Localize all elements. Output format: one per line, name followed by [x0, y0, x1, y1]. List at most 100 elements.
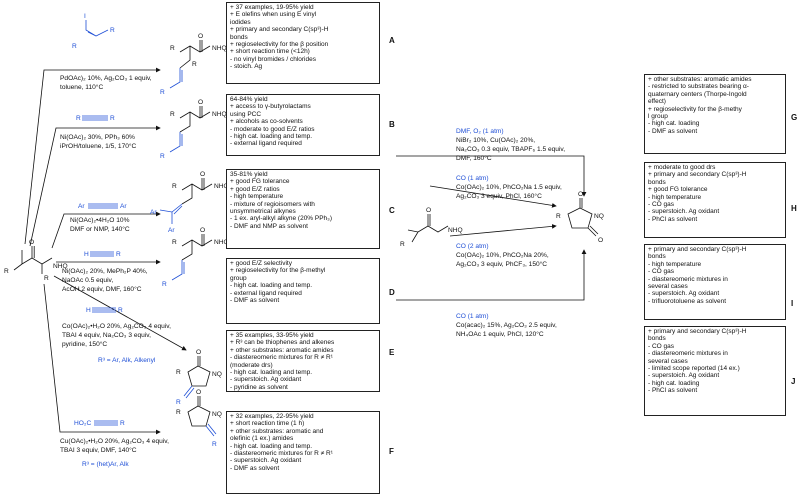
- notes-box-E: + 35 examples, 33-95% yield+ R³ can be t…: [226, 330, 380, 392]
- note-line: - CO gas: [648, 342, 675, 350]
- product-B: O NHQ R R: [160, 99, 227, 160]
- note-line: + other substrates: aromatic and: [230, 427, 324, 435]
- svg-text:DMF or NMP, 140°C: DMF or NMP, 140°C: [70, 225, 130, 233]
- note-line: - superstoich. Ag oxidant: [230, 457, 302, 465]
- note-line: - mixture of regioisomers with: [230, 200, 315, 208]
- svg-text:R: R: [160, 89, 165, 96]
- note-line: + regioselectivity for the β-methyl: [230, 267, 326, 275]
- note-line: + 35 examples, 33-95% yield: [230, 332, 314, 339]
- svg-text:TBAI 4 equiv, Na₂CO₃ 3 equiv,: TBAI 4 equiv, Na₂CO₃ 3 equiv,: [62, 332, 151, 339]
- note-line: - high cat. loading and temp.: [230, 282, 313, 290]
- note-line: - 1 ex. aryl-alkyl alkyne (20% PPh₃): [230, 215, 332, 223]
- svg-text:Co(OAc)₂•H₂O 20%, Ag₂CO₃ 4 equ: Co(OAc)₂•H₂O 20%, Ag₂CO₃ 4 equiv,: [62, 323, 171, 330]
- note-line: + primary and secondary C(sp³)-H: [230, 26, 329, 34]
- svg-text:CO (1 atm): CO (1 atm): [456, 313, 489, 320]
- notes-box-B: 64-84% yield+ access to γ-butyrolactams …: [226, 94, 380, 156]
- note-line: - DMF and NMP as solvent: [230, 222, 308, 230]
- svg-text:R: R: [160, 153, 165, 160]
- svg-text:NQ: NQ: [212, 411, 222, 418]
- note-line: - high cat. loading: [648, 379, 700, 387]
- note-line: 35-81% yield: [230, 171, 268, 178]
- svg-text:HO₂C: HO₂C: [74, 420, 91, 427]
- product-F: O NQ R R: [176, 389, 222, 448]
- svg-text:R: R: [170, 111, 175, 118]
- right-arrows: [396, 155, 587, 301]
- svg-text:R³ = Ar, Alk, Alkenyl: R³ = Ar, Alk, Alkenyl: [98, 357, 156, 364]
- note-line: + good E/Z selectivity: [230, 260, 292, 267]
- svg-text:R: R: [72, 43, 77, 50]
- letter-H: H: [791, 204, 797, 213]
- svg-text:Ar: Ar: [150, 209, 157, 216]
- svg-text:Ni(OAc)₂ 20%, MePh₂P 40%,: Ni(OAc)₂ 20%, MePh₂P 40%,: [62, 268, 148, 275]
- note-line: + other substrates: aromatic amides: [648, 76, 752, 83]
- note-line: + primary and secondary C(sp³)-H: [648, 328, 747, 335]
- notes-box-D: + good E/Z selectivity+ regioselectivity…: [226, 258, 380, 324]
- svg-text:AcOH 2 equiv, DMF, 160°C: AcOH 2 equiv, DMF, 160°C: [62, 285, 142, 293]
- note-line: + regioselectivity for the β-methy: [648, 105, 742, 113]
- note-line: - trifluorotoluene as solvent: [648, 297, 727, 305]
- svg-text:NHQ: NHQ: [212, 45, 227, 52]
- note-line: - high temperature: [230, 193, 284, 201]
- product-D: O NHQ R R: [162, 227, 229, 288]
- svg-text:O: O: [198, 99, 203, 106]
- svg-text:CO (2 atm): CO (2 atm): [456, 243, 489, 250]
- notes-box-F: + 32 examples, 22-95% yield+ short react…: [226, 411, 380, 494]
- note-line: several cases: [648, 357, 688, 365]
- note-line: + good FG tolerance: [230, 178, 290, 186]
- note-line: unsymmetrical alkynes: [230, 208, 296, 216]
- product-C: O NHQ R Ar Ar: [150, 171, 229, 234]
- note-line: - external ligand required: [230, 140, 302, 148]
- svg-text:R: R: [400, 241, 405, 248]
- note-line: - DMF as solvent: [230, 297, 280, 305]
- right-conditions: DMF, O₂ (1 atm) NiBr₂ 10%, Cu(OAc)₂ 20%,…: [456, 128, 565, 338]
- letter-E: E: [389, 348, 395, 357]
- note-line: - high cat. loading and temp.: [230, 133, 313, 141]
- note-line: + R³ can be thiophenes and alkenes: [230, 339, 335, 347]
- svg-text:NH₄OAc 1 equiv, PhCl, 120°C: NH₄OAc 1 equiv, PhCl, 120°C: [456, 330, 544, 338]
- note-line: bonds: [648, 253, 666, 261]
- reagent-A: I R R PdOAc)₂ 10%, Ag₂CO₃ 1 equiv, tolue…: [60, 13, 152, 91]
- note-line: - PhCl as solvent: [648, 387, 698, 395]
- svg-text:Ar: Ar: [168, 227, 175, 234]
- note-line: (moderate drs): [230, 361, 273, 369]
- svg-text:R: R: [116, 251, 121, 258]
- svg-text:DMF, 160°C: DMF, 160°C: [456, 154, 492, 162]
- note-line: l group: [648, 113, 668, 121]
- note-line: - diastereomeric mixtures for R ≠ R¹: [230, 450, 333, 458]
- svg-text:NHQ: NHQ: [214, 183, 229, 190]
- svg-text:O: O: [426, 207, 431, 214]
- reagent-E: H R Co(OAc)₂•H₂O 20%, Ag₂CO₃ 4 equiv, TB…: [62, 307, 171, 364]
- svg-text:O: O: [196, 389, 201, 396]
- svg-text:R: R: [176, 399, 181, 406]
- note-line: - moderate to good E/Z ratios: [230, 125, 315, 133]
- note-line: - high temperature: [648, 260, 702, 268]
- note-line: + moderate to good drs: [648, 164, 716, 171]
- note-line: + other substrates: aromatic amides: [230, 346, 334, 354]
- product-A: O NHQ R R R: [160, 33, 227, 96]
- note-line: iodides: [230, 18, 251, 26]
- svg-text:R: R: [110, 27, 115, 34]
- letter-B: B: [389, 120, 395, 129]
- svg-text:R: R: [110, 115, 115, 122]
- note-line: - high cat. loading: [648, 120, 700, 128]
- svg-text:Na₂CO₃ 0.3 equiv, TBAPF₆ 1.5 e: Na₂CO₃ 0.3 equiv, TBAPF₆ 1.5 equiv,: [456, 146, 565, 153]
- note-line: - pyridine as solvent: [230, 383, 288, 391]
- left-starting-material: O NHQ R R: [4, 239, 68, 282]
- note-line: group: [230, 274, 247, 282]
- notes-box-I: + primary and secondary C(sp³)-H bonds- …: [644, 244, 786, 320]
- note-line: effect): [648, 98, 666, 106]
- svg-text:R: R: [120, 420, 125, 427]
- svg-text:Ag₂CO₃ 3 equiv, PhCl, 160°C: Ag₂CO₃ 3 equiv, PhCl, 160°C: [456, 192, 542, 200]
- letter-F: F: [389, 447, 394, 456]
- note-line: + primary and secondary C(sp³)-H: [648, 246, 747, 253]
- note-line: - diastereomeric mixtures in: [648, 350, 728, 358]
- svg-text:NQ: NQ: [212, 371, 222, 378]
- note-line: - superstoich. Ag oxidant: [230, 376, 302, 384]
- note-line: - limited scope reported (14 ex.): [648, 365, 740, 373]
- svg-text:Ar: Ar: [78, 203, 85, 210]
- letter-J: J: [791, 377, 795, 386]
- left-sm-oxygen: O: [29, 239, 34, 246]
- reagent-C: Ar Ar Ni(OAc)₂•4H₂O 10% DMF or NMP, 140°…: [70, 203, 130, 233]
- note-line: 64-84% yield: [230, 96, 268, 103]
